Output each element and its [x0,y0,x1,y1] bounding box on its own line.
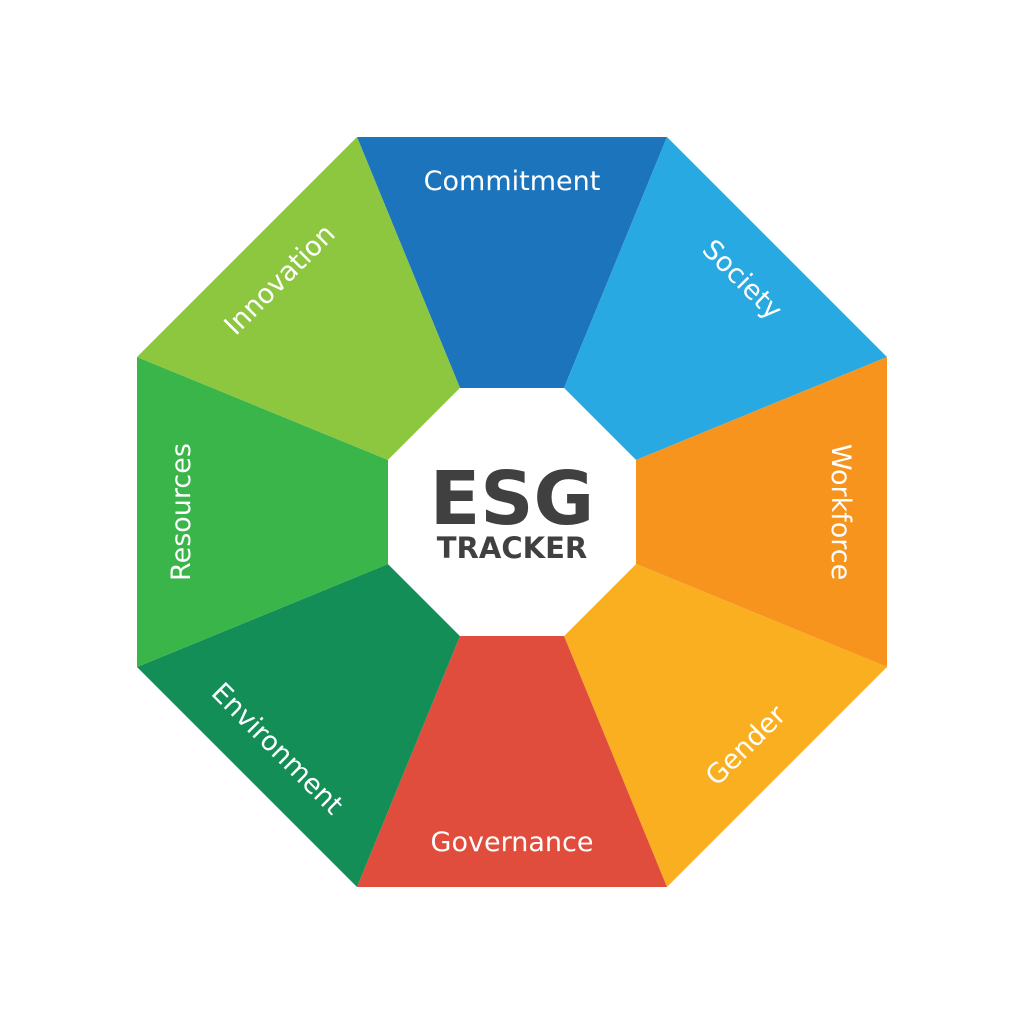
center-hub: ESG TRACKER [388,388,636,636]
segment-workforce-label: Workforce [825,444,856,580]
center-subtitle: TRACKER [437,531,587,565]
segment-environment-shape [137,564,460,887]
segment-workforce-shape [636,357,887,667]
segment-resources-shape [137,357,388,667]
center-octagon [388,388,636,636]
segment-commitment-label: Commitment [424,166,601,197]
segment-governance: Governance [357,636,667,887]
center-title: ESG [430,456,595,542]
segment-commitment: Commitment [357,137,667,388]
segment-resources: Resources [137,357,388,667]
segment-innovation-shape [137,137,460,460]
segment-society-shape [564,137,887,460]
segment-society: Society [564,137,887,460]
segment-gender-shape [564,564,887,887]
segment-governance-label: Governance [431,827,594,858]
segment-resources-label: Resources [166,443,197,581]
segment-governance-shape [357,636,667,887]
segment-gender: Gender [564,564,887,887]
segment-workforce: Workforce [636,357,887,667]
segment-commitment-shape [357,137,667,388]
